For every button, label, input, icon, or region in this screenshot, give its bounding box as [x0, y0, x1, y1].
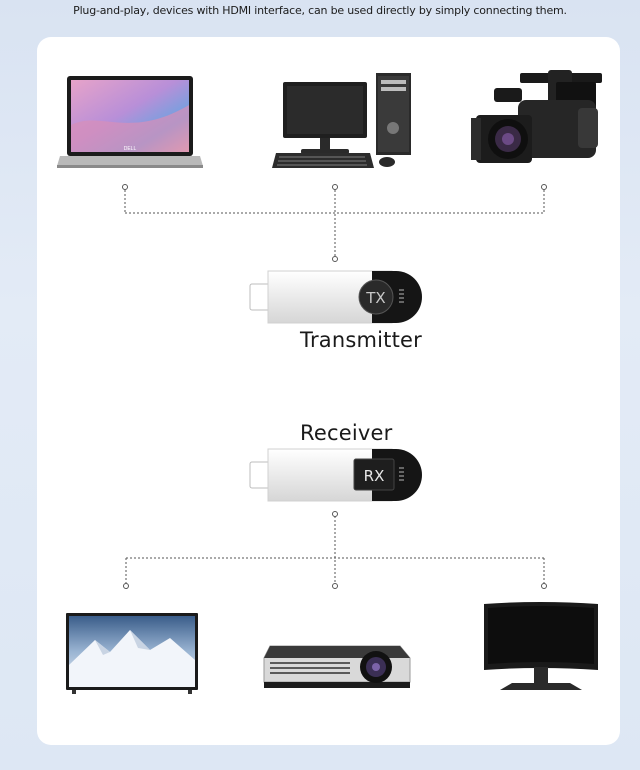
- receiver-label: Receiver: [300, 421, 392, 445]
- output-connector-lines: [126, 516, 544, 583]
- video-camera-icon: [471, 70, 602, 163]
- tx-badge: TX: [365, 289, 385, 307]
- source-connector-lines: [125, 190, 544, 258]
- connector-node: [542, 584, 547, 589]
- projector-icon: [264, 646, 410, 688]
- connector-node: [124, 584, 129, 589]
- laptop-brand: DELL: [124, 146, 137, 152]
- connector-node: [333, 185, 338, 190]
- transmitter-dongle: TX: [250, 271, 422, 323]
- tv-icon: [66, 613, 198, 694]
- connector-node: [123, 185, 128, 190]
- connector-node: [542, 185, 547, 190]
- laptop-icon: DELL: [57, 76, 203, 168]
- rx-badge: RX: [364, 467, 385, 485]
- receiver-dongle: RX: [250, 449, 422, 501]
- connector-node: [333, 257, 338, 262]
- connector-node: [333, 512, 338, 517]
- monitor-icon: [484, 602, 598, 690]
- transmitter-label: Transmitter: [300, 328, 422, 352]
- connector-node: [333, 584, 338, 589]
- desktop-pc-icon: [272, 73, 411, 168]
